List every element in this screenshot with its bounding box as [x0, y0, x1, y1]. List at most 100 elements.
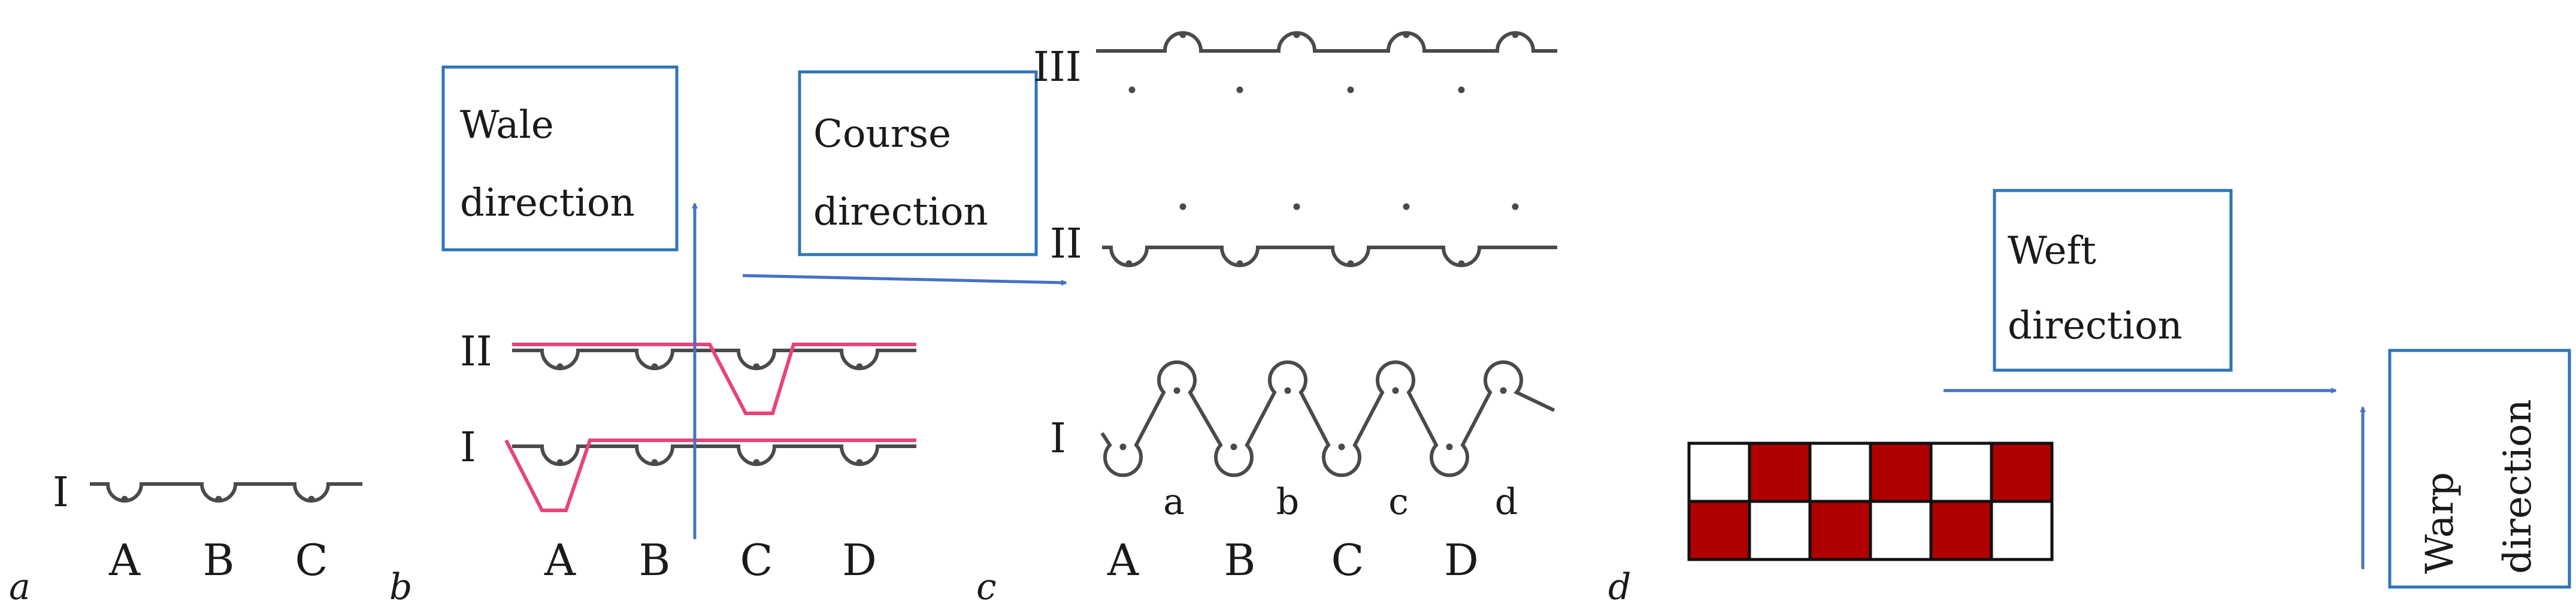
wale-direction-line1: Wale: [460, 103, 554, 147]
panel-c-row-label-i: I: [1050, 415, 1066, 462]
course-direction-arrow: [742, 274, 1067, 286]
panel-c-row-label-iii: III: [1033, 44, 1082, 91]
panel-b-row-ii-loop-needle-dot-1: [651, 363, 658, 370]
panel-c-row-ii-float-dot-3: [1512, 203, 1519, 210]
panel-c-col-c: C: [1331, 535, 1364, 585]
panel-c-subcol-d: d: [1495, 481, 1518, 523]
panel-a-loop-row: [90, 482, 362, 503]
weft-direction-line1: Weft: [2008, 229, 2096, 273]
course-direction-line2: direction: [813, 190, 988, 234]
woven-checker-grid: [1687, 441, 2054, 561]
panel-b-letter: b: [389, 566, 412, 608]
panel-c-subcol-a: a: [1163, 481, 1185, 523]
panel-b-col-c: C: [740, 535, 773, 585]
panel-c-letter: c: [976, 566, 997, 608]
panel-a-loop-yarn: [90, 482, 362, 503]
panel-b-loop-row-i: [512, 444, 916, 466]
panel-c-row-ii-loop-needle-dot-1: [1236, 260, 1243, 267]
checker-cell-r1-c2: [1808, 500, 1872, 561]
panel-c-row-i-high-dot-1: [1284, 387, 1291, 394]
panel-c-row-ii-float-dot-0: [1179, 203, 1186, 210]
panel-c-col-a: A: [1107, 535, 1139, 585]
warp-direction-line1: Warp: [2418, 472, 2462, 574]
panel-c-row-i-low-dot-0: [1119, 443, 1127, 450]
warp-direction-line2: direction: [2496, 399, 2540, 574]
panel-c-row-iii-loop-needle-dot-2: [1403, 31, 1410, 38]
checker-cell-r1-c4: [1929, 500, 1993, 561]
checker-cell-r1-c5: [1990, 500, 2054, 561]
panel-c-row-iii-loop-yarn: [1096, 31, 1557, 53]
warp-direction-box: [2388, 349, 2571, 589]
stitch-path-row-i: [504, 438, 916, 512]
panel-a-col-b: B: [203, 535, 235, 585]
panel-b-row-i-loop-needle-dot-0: [556, 459, 564, 466]
panel-b-col-a: A: [544, 535, 576, 585]
panel-b-row-ii-loop-yarn: [512, 349, 916, 370]
panel-c-col-d: D: [1444, 535, 1479, 585]
panel-c-loop-row-ii: [1102, 203, 1557, 267]
panel-b-col-d: D: [842, 535, 877, 585]
panel-a-loop-needle-dot-0: [121, 495, 128, 503]
checker-cell-r1-c3: [1869, 500, 1933, 561]
panel-a-col-c: C: [295, 535, 328, 585]
panel-c-row-i-high-dot-0: [1173, 387, 1180, 394]
panel-b-row-label-ii: II: [460, 328, 492, 376]
panel-c-row-iii-loop-needle-dot-3: [1512, 31, 1519, 38]
panel-c-row-ii-loop-needle-dot-3: [1458, 260, 1465, 267]
panel-c-row-ii-loop-needle-dot-0: [1125, 260, 1133, 267]
panel-c-row-label-ii: II: [1050, 220, 1082, 268]
panel-c-loop-row-iii: [1096, 31, 1557, 93]
panel-c-row-iii-loop-needle-dot-0: [1179, 31, 1186, 38]
course-direction-box: [798, 70, 1038, 256]
checker-cell-r1-c0: [1687, 500, 1751, 561]
checker-cell-r0-c1: [1748, 441, 1812, 503]
panel-b-row-ii-loop-needle-dot-3: [856, 363, 863, 370]
panel-c-row-ii-float-dot-1: [1293, 203, 1300, 210]
panel-b: b Wale direction II I A B C D: [389, 65, 916, 608]
panel-b-col-b: B: [639, 535, 671, 585]
panel-d-letter: d: [1608, 566, 1631, 608]
panel-b-row-ii-loop-needle-dot-0: [556, 363, 564, 370]
panel-c-row-ii-float-dot-2: [1403, 203, 1410, 210]
panel-c-row-i-yarn: [1100, 360, 1555, 477]
panel-c-row-iii-float-dot-0: [1128, 86, 1136, 93]
panel-a-letter: a: [9, 566, 31, 608]
panel-a-loop-needle-dot-2: [308, 495, 315, 503]
panel-c-zigzag-row-i: [1100, 360, 1555, 477]
checker-cell-r0-c5: [1990, 441, 2054, 503]
panel-b-row-i-loop-needle-dot-3: [856, 459, 863, 466]
course-direction-line1: Course: [813, 112, 951, 156]
panel-c-row-iii-loop-needle-dot-1: [1293, 31, 1300, 38]
panel-c-row-i-low-dot-2: [1338, 443, 1345, 450]
checker-cell-r0-c2: [1808, 441, 1872, 503]
panel-c-subcol-b: b: [1276, 481, 1299, 523]
wale-direction-line2: direction: [460, 181, 635, 225]
checker-cell-r0-c4: [1929, 441, 1993, 503]
panel-c-row-i-high-dot-2: [1392, 387, 1399, 394]
panel-c-subcol-c: c: [1388, 481, 1409, 523]
panel-b-row-i-loop-needle-dot-1: [651, 459, 658, 466]
stitch-path-row-ii: [512, 343, 916, 415]
panel-c-col-b: B: [1224, 535, 1256, 585]
panel-c-row-i-low-dot-1: [1230, 443, 1237, 450]
panel-c: c Course direction III II I a b c d A B …: [742, 31, 1557, 608]
wale-direction-box: [441, 65, 679, 252]
checker-cell-r0-c3: [1869, 441, 1933, 503]
panel-a-row-label: I: [53, 469, 69, 516]
panel-b-row-i-loop-needle-dot-2: [753, 459, 760, 466]
panel-c-row-i-low-dot-3: [1446, 443, 1453, 450]
panel-b-row-i-loop-yarn: [512, 444, 916, 466]
panel-a: a I A B C: [9, 469, 362, 608]
panel-c-row-ii-loop-yarn: [1102, 246, 1557, 267]
panel-b-loop-row-ii: [512, 349, 916, 370]
panel-c-row-i-high-dot-3: [1500, 387, 1507, 394]
checker-cell-r0-c0: [1687, 441, 1751, 503]
weft-direction-box: [1993, 189, 2233, 372]
panel-c-row-iii-float-dot-3: [1458, 86, 1465, 93]
panel-c-row-ii-loop-needle-dot-2: [1347, 260, 1354, 267]
checker-cell-r1-c1: [1748, 500, 1812, 561]
panel-a-loop-needle-dot-1: [215, 495, 222, 503]
panel-a-col-a: A: [108, 535, 141, 585]
panel-b-row-ii-loop-needle-dot-2: [753, 363, 760, 370]
